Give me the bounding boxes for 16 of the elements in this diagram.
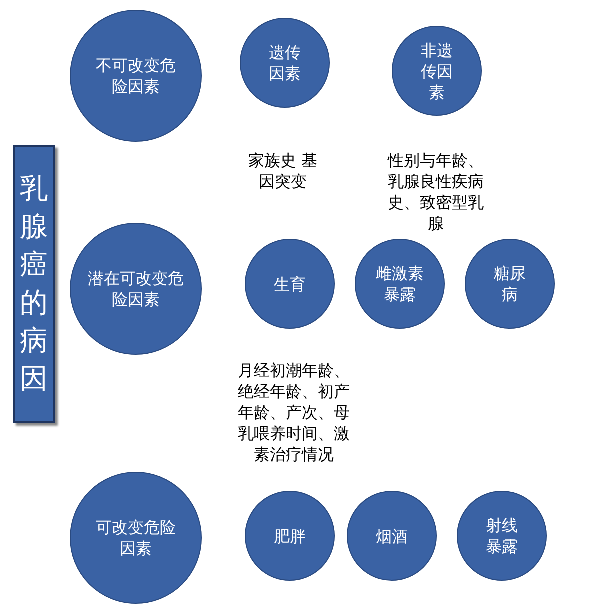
factor-note: 性别与年龄、乳腺良性疾病史、致密型乳腺 (386, 150, 485, 234)
node-label: 射线暴露 (485, 515, 519, 557)
node-label: 肥胖 (273, 526, 307, 546)
title-text: 乳腺癌的病因 (19, 171, 49, 397)
node-label: 潜在可改变危险因素 (87, 268, 185, 310)
factor-note: 家族史 基因突变 (248, 150, 318, 192)
factor-note: 月经初潮年龄、绝经年龄、初产年龄、产次、母乳喂养时间、激素治疗情况 (237, 360, 351, 465)
node-label: 生育 (273, 274, 307, 294)
node-label: 非遗传因素 (420, 40, 454, 102)
node-label: 遗传因素 (268, 42, 302, 84)
node-label: 雌激素暴露 (375, 263, 425, 305)
node-label: 糖尿病 (493, 263, 527, 305)
title-banner (13, 145, 55, 423)
node-label: 不可改变危险因素 (95, 55, 177, 97)
node-label: 烟酒 (375, 526, 409, 546)
node-label: 可改变危险因素 (95, 517, 177, 559)
